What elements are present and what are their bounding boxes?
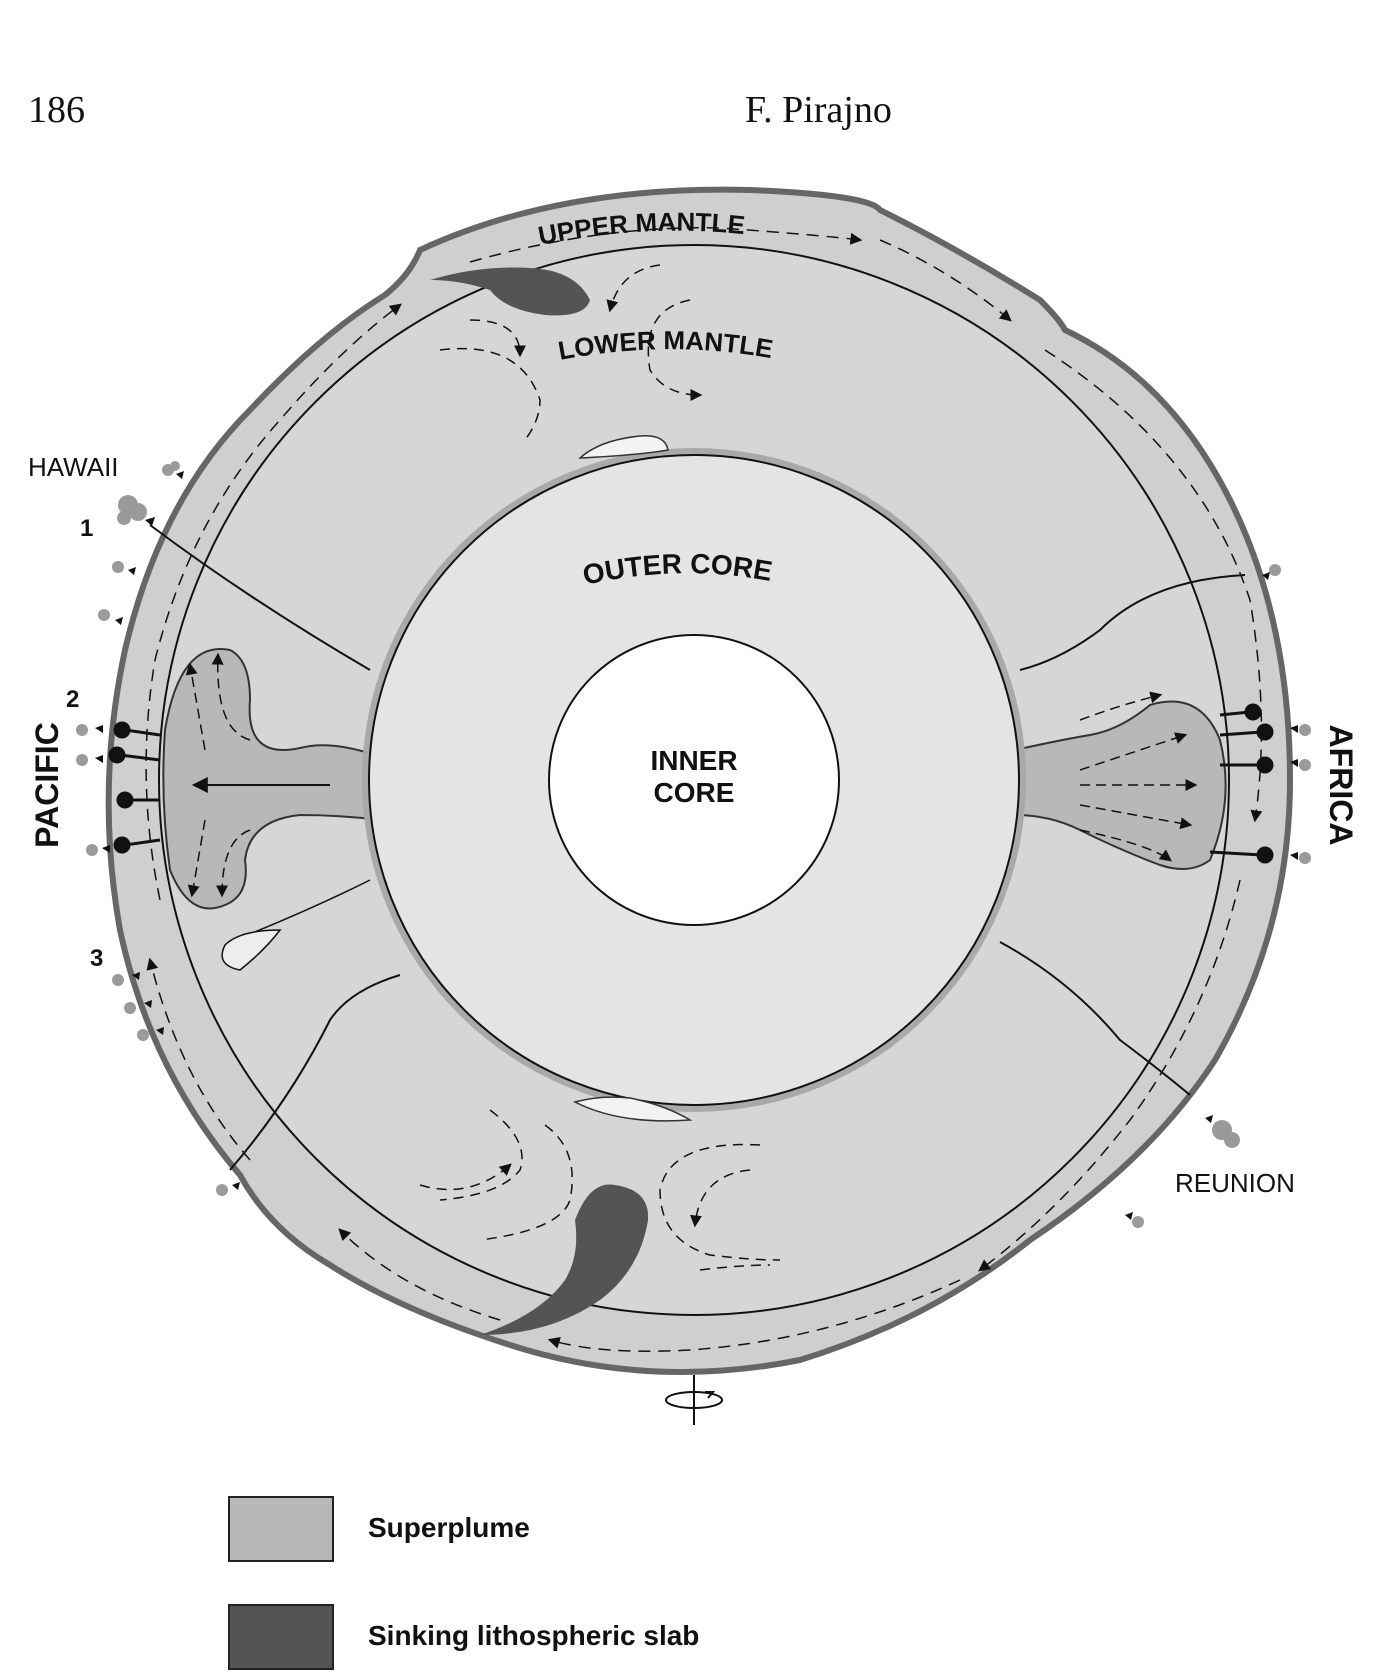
label-africa: AFRICA	[1323, 725, 1359, 846]
legend-label-superplume: Superplume	[368, 1512, 530, 1544]
label-number-1: 1	[80, 515, 93, 542]
label-number-3: 3	[90, 945, 103, 972]
label-inner-core-line2: CORE	[654, 777, 735, 808]
label-pacific: PACIFIC	[29, 722, 65, 848]
label-inner-core-line1: INNER	[650, 745, 737, 776]
legend-label-slab: Sinking lithospheric slab	[368, 1620, 699, 1652]
label-number-2: 2	[66, 686, 79, 713]
legend-swatch-superplume	[228, 1496, 334, 1562]
label-hawaii: HAWAII	[28, 452, 119, 482]
legend-swatch-slab	[228, 1604, 334, 1670]
rotation-axis-symbol	[666, 1375, 722, 1425]
label-reunion: REUNION	[1175, 1168, 1295, 1198]
